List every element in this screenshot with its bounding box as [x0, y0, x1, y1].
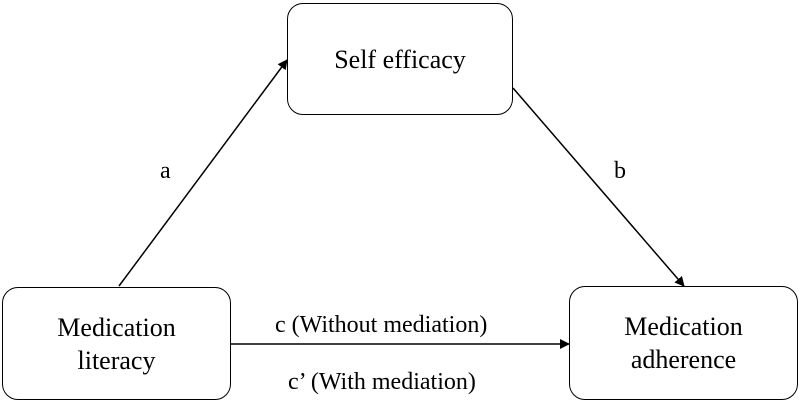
medication-adherence-label-line1: Medication: [624, 312, 743, 341]
path-b-label: b: [614, 158, 626, 184]
self-efficacy-label: Self efficacy: [334, 44, 466, 74]
medication-literacy-label-line2: literacy: [77, 345, 156, 375]
medication-literacy-node: Medication literacy: [2, 287, 231, 400]
medication-adherence-label-line2: adherence: [630, 345, 737, 374]
path-c-label: c (Without mediation): [275, 312, 488, 338]
path-c-prime-label: c’ (With mediation): [288, 369, 476, 395]
path-a-label: a: [160, 158, 171, 184]
self-efficacy-node: Self efficacy: [287, 3, 513, 115]
arrow-a: [118, 59, 288, 287]
medication-literacy-label-line1: Medication: [57, 312, 176, 342]
arrow-b: [512, 87, 685, 287]
medication-adherence-node: Medication adherence: [569, 286, 798, 400]
